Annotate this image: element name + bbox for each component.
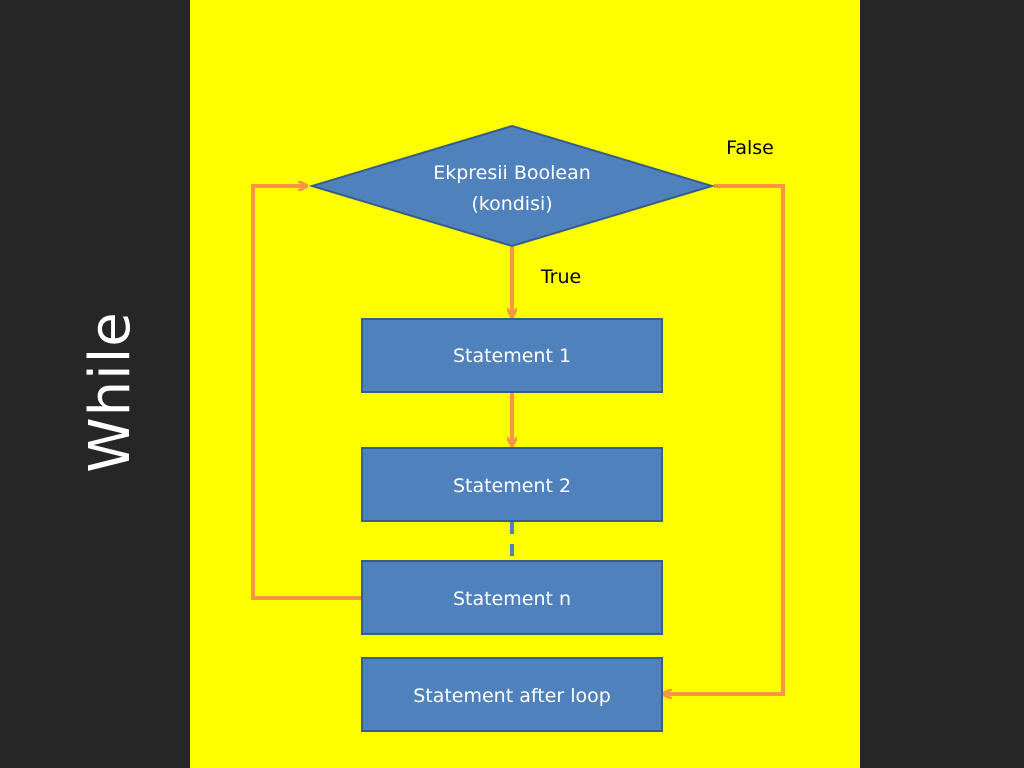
statement-1-box — [361, 318, 663, 393]
condition-text-line1: Ekpresii Boolean — [433, 162, 591, 184]
statement-n-node: Statement n — [361, 560, 663, 635]
statement-after-loop-text: Statement after loop — [413, 685, 611, 707]
false-edge — [664, 184, 785, 694]
loop-back-edge — [251, 186, 362, 600]
condition-diamond-shape — [308, 124, 716, 248]
statement-2-box — [361, 447, 663, 522]
statement-1-text: Statement 1 — [453, 345, 571, 367]
statement-n-box — [361, 560, 663, 635]
statement-after-loop-box — [361, 657, 663, 732]
statement-n-text: Statement n — [453, 588, 571, 610]
statement-after-loop-node: Statement after loop — [361, 657, 663, 732]
condition-text-line2: (kondisi) — [471, 193, 552, 215]
false-label: False — [726, 137, 774, 159]
statement-1-node: Statement 1 — [361, 318, 663, 393]
true-label: True — [540, 266, 581, 288]
condition-node: Ekpresii Boolean (kondisi) — [308, 124, 716, 248]
statement-2-text: Statement 2 — [453, 475, 571, 497]
statement-2-node: Statement 2 — [361, 447, 663, 522]
